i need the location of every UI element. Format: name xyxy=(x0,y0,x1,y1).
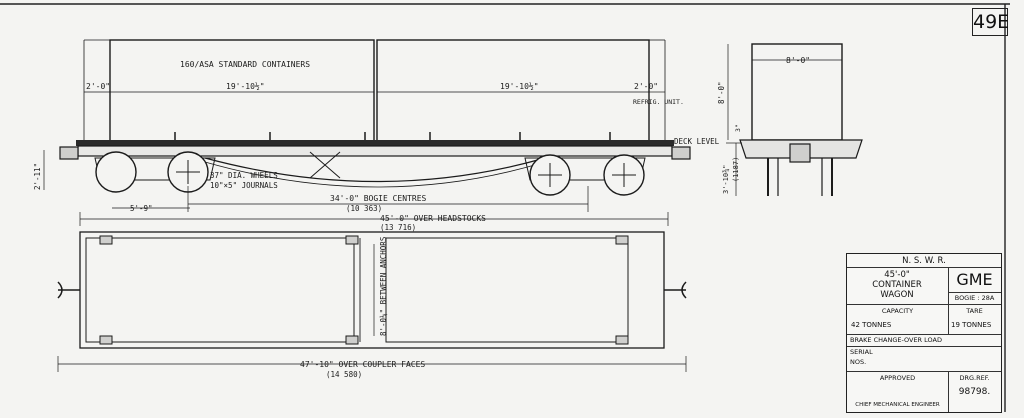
approved-divider xyxy=(847,371,1001,372)
plan-container-right xyxy=(385,237,629,343)
brake-label: BRAKE CHANGE-OVER LOAD xyxy=(850,336,942,344)
underframe-solebar xyxy=(77,145,673,157)
brake-divider xyxy=(847,334,1001,335)
nos-label: NOS. xyxy=(850,358,867,366)
anchor-block xyxy=(345,335,359,345)
tare-value: 19 TONNES xyxy=(951,321,992,329)
code-divider xyxy=(948,267,949,304)
deck-level-label: DECK LEVEL xyxy=(674,137,720,146)
drg-ref-value: 98798. xyxy=(958,387,991,397)
bogie-divider xyxy=(948,292,1001,293)
capacity-label: CAPACITY xyxy=(881,307,914,315)
between-anchors-label: 8'-0¼" BETWEEN ANCHORS xyxy=(379,236,388,336)
containers-label: 160/ASA STANDARD CONTAINERS xyxy=(180,60,310,69)
container-outline-left xyxy=(109,39,375,143)
container-length-2-label: 19'-10½" xyxy=(500,81,539,91)
brake-lever xyxy=(309,151,341,179)
container-outline-right xyxy=(376,39,650,143)
end-elevation xyxy=(726,43,863,196)
anchor-block xyxy=(615,235,629,245)
coupler-right xyxy=(671,146,691,160)
bogie-centres-metric-label: (10 363) xyxy=(346,204,382,213)
wheel-centre xyxy=(538,163,562,187)
wheels-label: 37" DIA. WHEELS xyxy=(210,171,278,180)
wheel-centre xyxy=(612,163,636,187)
coupler-height-label: 2'-11" xyxy=(33,163,42,190)
over-coupler-faces-label: 47'-10" OVER COUPLER FACES xyxy=(300,360,425,369)
container-width-label: 8'-0" xyxy=(786,56,810,65)
plan-coupler-left xyxy=(57,281,80,299)
wagon-type-line2: WAGON xyxy=(880,290,914,300)
container-height-label: 8'-0" xyxy=(717,81,726,104)
sheet-number: 49E xyxy=(972,8,1009,36)
over-coupler-faces-metric-label: (14 580) xyxy=(326,370,362,379)
wagon-type-line1: CONTAINER xyxy=(872,280,922,290)
anchor-block xyxy=(99,335,113,345)
bogie-centres-label: 34'-0" BOGIE CENTRES xyxy=(330,194,427,203)
capacity-divider xyxy=(847,304,1001,305)
plan-coupler-right xyxy=(664,281,687,299)
bogie-label: BOGIE : 28A xyxy=(954,294,995,302)
plan-view xyxy=(57,231,687,372)
fishbelly-girder xyxy=(204,161,546,188)
wagon-code: GME xyxy=(956,270,993,289)
plan-underframe xyxy=(79,231,665,349)
side-elevation xyxy=(43,39,691,226)
wheel-centre xyxy=(176,160,200,184)
over-headstocks-metric-label: (13 716) xyxy=(380,223,416,232)
anchor-block xyxy=(615,335,629,345)
title-divider xyxy=(847,267,1001,268)
drg-ref-label: DRG.REF. xyxy=(959,374,990,382)
deck-offset-label: 3" xyxy=(734,124,742,132)
end-gap-left-label: 2'-0" xyxy=(86,82,110,91)
wheelbase-label: 5'-9" xyxy=(130,204,153,213)
over-headstocks-label: 45'-0" OVER HEADSTOCKS xyxy=(380,214,486,223)
plan-container-left xyxy=(85,237,355,343)
container-length-1-label: 19'-10½" xyxy=(226,81,265,91)
deck-height-metric-label: (1187) xyxy=(732,157,740,182)
end-gap-right-label: 2'-0" xyxy=(634,82,658,91)
serial-label: SERIAL xyxy=(850,348,873,356)
approved-label: APPROVED xyxy=(879,374,916,382)
anchor-block xyxy=(99,235,113,245)
tare-divider xyxy=(948,304,949,334)
serial-divider xyxy=(847,346,1001,347)
anchor-block xyxy=(345,235,359,245)
fishbelly-girder xyxy=(204,157,546,183)
railway-label: N. S. W. R. xyxy=(902,256,946,266)
wheel xyxy=(95,151,137,193)
drg-divider xyxy=(948,371,949,412)
end-coupler xyxy=(789,143,811,163)
wagon-deck xyxy=(76,140,674,146)
coupler-left xyxy=(59,146,79,160)
deck-height-label: 3'-10¾" xyxy=(722,164,730,194)
refrig-label: REFRIG. UNIT. xyxy=(633,98,684,106)
engineer-label: CHIEF MECHANICAL ENGINEER xyxy=(855,402,940,408)
capacity-value: 42 TONNES xyxy=(851,321,892,329)
title-block: N. S. W. R. 45'-0" CONTAINER WAGON GME B… xyxy=(846,253,1002,413)
journals-label: 10"×5" JOURNALS xyxy=(210,181,278,190)
wagon-length-label: 45'-0" xyxy=(884,270,910,280)
tare-label: TARE xyxy=(966,307,983,315)
